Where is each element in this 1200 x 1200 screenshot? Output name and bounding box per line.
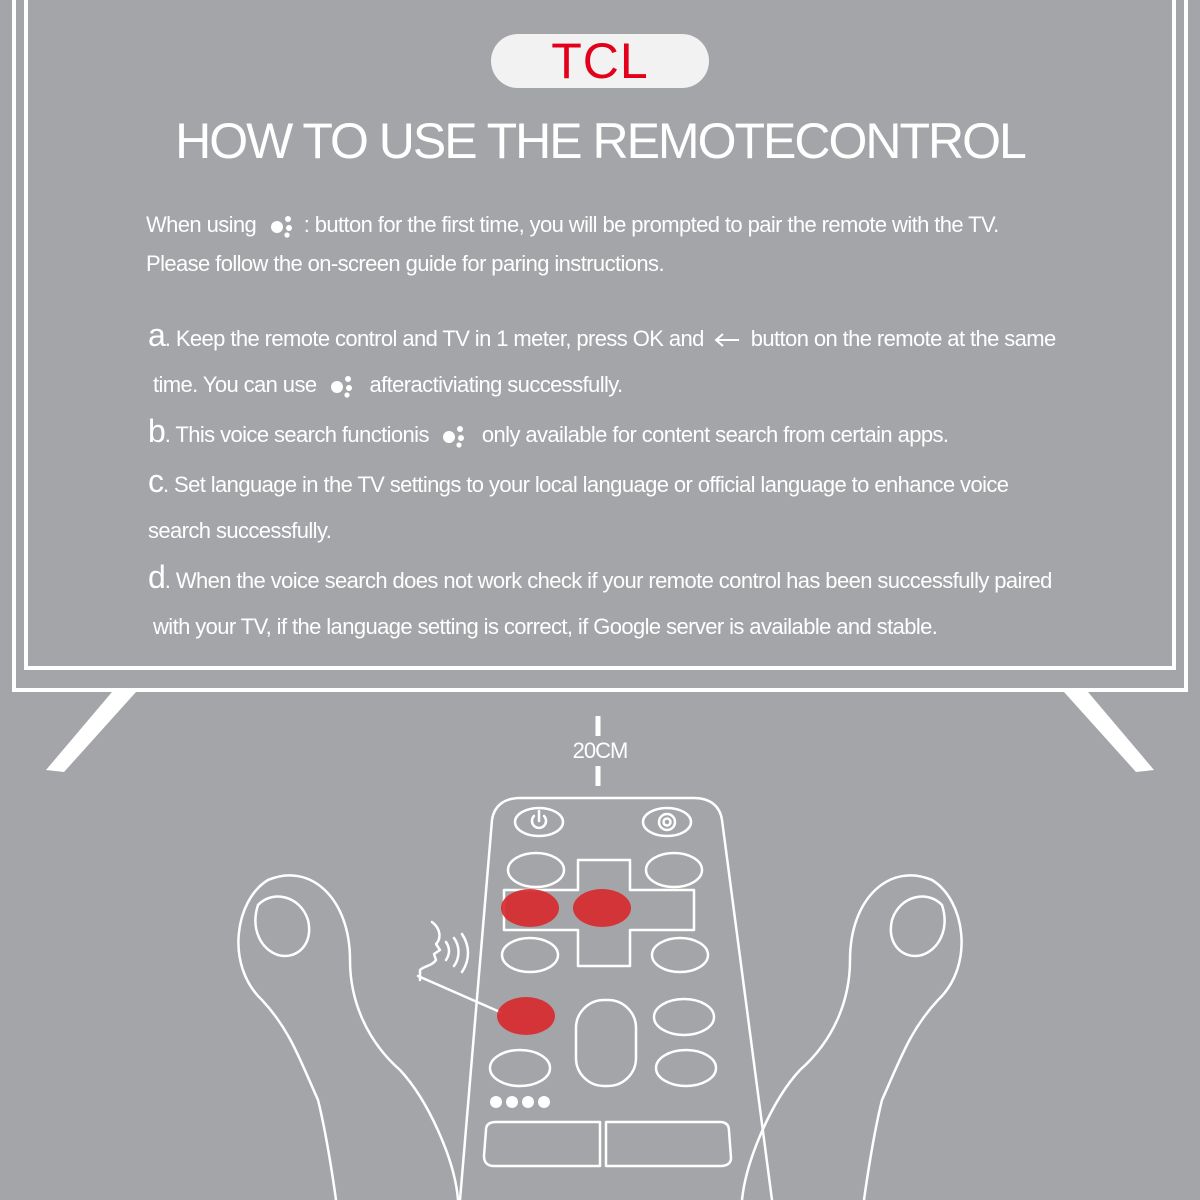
tv-screen-frame-outer — [12, 0, 1188, 692]
step-text: button on the remote at the same — [750, 326, 1057, 351]
power-icon — [530, 814, 548, 830]
highlight-back-button — [573, 889, 631, 927]
left-hand-thumbnail — [254, 895, 311, 958]
indicator-dot — [538, 1096, 550, 1108]
step-letter: b — [148, 413, 166, 449]
dpad — [502, 858, 696, 968]
indicator-dot — [490, 1096, 502, 1108]
left-hand-thumb — [237, 878, 338, 1200]
step-b: b. This voice search functionis only ava… — [148, 408, 1128, 458]
step-d: d. When the voice search does not work c… — [148, 554, 1128, 604]
step-text: afteractiviating successfully. — [369, 372, 624, 397]
bottom-key-right — [604, 1120, 733, 1168]
step-text: . When the voice search does not work ch… — [164, 568, 1053, 593]
step-letter: c — [148, 463, 164, 499]
step-text: . Set language in the TV settings to you… — [163, 472, 1009, 497]
step-text: only available for content search from c… — [481, 422, 949, 447]
settings-button — [641, 806, 693, 838]
remote-body — [458, 796, 774, 1200]
highlight-voice-button — [497, 997, 555, 1035]
brand-badge: TCL — [491, 34, 709, 88]
intro-text: : button for the first time, you will be… — [303, 212, 999, 237]
button-top-right — [644, 851, 704, 889]
page-title: HOW TO USE THE REMOTECONTROL — [175, 113, 1027, 169]
back-arrow-icon — [714, 333, 740, 347]
intro-text: When using — [146, 212, 257, 237]
distance-label: 20CM — [572, 738, 629, 763]
google-assistant-icon — [443, 426, 465, 448]
step-letter: d — [148, 559, 166, 595]
voice-pointer-line — [416, 974, 502, 1014]
intro-line-1: When using : button for the first time, … — [146, 205, 1106, 244]
volume-rocker — [574, 998, 638, 1088]
intro-paragraph: When using : button for the first time, … — [146, 205, 1106, 283]
google-assistant-icon — [270, 216, 292, 238]
indicator-dot — [506, 1096, 518, 1108]
button-mid-right — [650, 936, 710, 974]
step-c: c. Set language in the TV settings to yo… — [148, 458, 1128, 508]
google-assistant-icon — [331, 376, 352, 398]
button-mid-left — [500, 936, 560, 974]
step-text: . Keep the remote control and TV in 1 me… — [164, 326, 705, 351]
step-text: time. You can use — [153, 372, 317, 397]
gear-icon-core — [662, 817, 672, 827]
step-a-continued: time. You can use afteractiviating succe… — [148, 362, 1128, 408]
button-top-left — [506, 851, 566, 889]
right-hand-thumb — [862, 878, 963, 1200]
tv-leg-left — [46, 692, 136, 772]
highlight-ok-button — [501, 889, 559, 927]
step-c-continued: search successfully. — [148, 518, 332, 543]
intro-line-2: Please follow the on-screen guide for pa… — [146, 251, 665, 276]
tv-screen-frame-inner — [24, 0, 1176, 670]
step-d-continued: with your TV, if the language setting is… — [153, 614, 938, 639]
right-hand-thumb-tip — [740, 874, 934, 1200]
step-text: . This voice search functionis — [164, 422, 430, 447]
power-button — [513, 806, 565, 838]
button-lower-left-2 — [488, 1048, 552, 1088]
right-hand-thumbnail — [889, 895, 946, 958]
instruction-list: a. Keep the remote control and TV in 1 m… — [148, 312, 1128, 650]
gear-icon — [657, 812, 677, 832]
left-hand-thumb-tip — [266, 874, 460, 1200]
step-a: a. Keep the remote control and TV in 1 m… — [148, 312, 1128, 362]
button-lower-right-2 — [654, 1048, 718, 1088]
indicator-dot — [522, 1096, 534, 1108]
bottom-key-left — [482, 1120, 602, 1168]
tv-leg-right — [1064, 692, 1154, 772]
button-lower-right-1 — [652, 997, 716, 1037]
step-letter: a — [148, 317, 166, 353]
voice-face-icon — [418, 920, 442, 982]
voice-waves-icon — [444, 932, 470, 974]
brand-logo: TCL — [551, 33, 649, 89]
